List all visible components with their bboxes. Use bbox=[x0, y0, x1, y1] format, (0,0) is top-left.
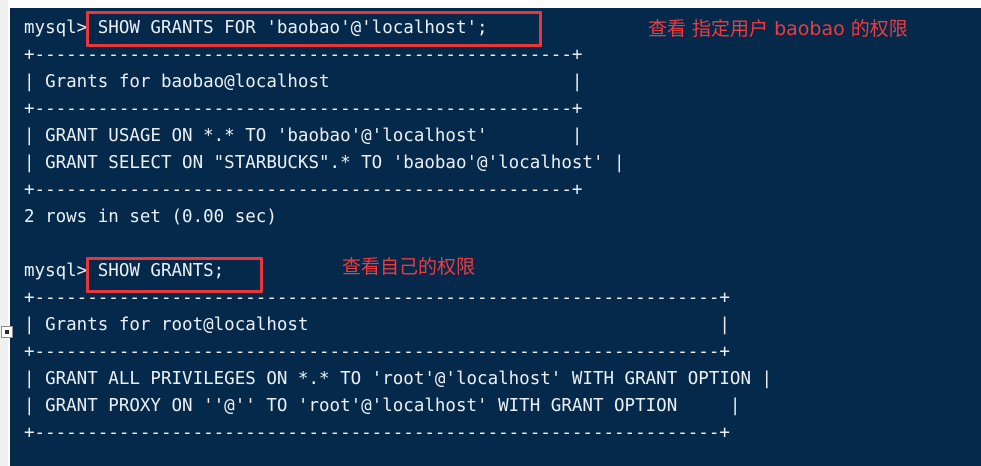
terminal-line: +---------------------------------------… bbox=[24, 180, 583, 200]
terminal-line: | Grants for root@localhost | bbox=[24, 315, 730, 335]
selection-handle[interactable] bbox=[1, 326, 13, 338]
terminal-line: | GRANT PROXY ON ''@'' TO 'root'@'localh… bbox=[24, 396, 741, 416]
terminal-line: | GRANT USAGE ON *.* TO 'baobao'@'localh… bbox=[24, 126, 583, 146]
terminal-line: +---------------------------------------… bbox=[24, 342, 730, 362]
highlight-box-second-command bbox=[86, 257, 263, 293]
terminal-line: +---------------------------------------… bbox=[24, 45, 583, 65]
terminal-line: +---------------------------------------… bbox=[24, 423, 730, 443]
annotation-own-privileges: 查看自己的权限 bbox=[342, 256, 476, 278]
terminal-line: | Grants for baobao@localhost | bbox=[24, 72, 583, 92]
annotation-specified-user-privileges: 查看 指定用户 baobao 的权限 bbox=[648, 18, 908, 40]
highlight-box-first-command bbox=[86, 11, 542, 47]
terminal-line: | GRANT SELECT ON "STARBUCKS".* TO 'baob… bbox=[24, 153, 625, 173]
terminal-line: mysql> SHOW GRANTS FOR 'baobao'@'localho… bbox=[24, 18, 488, 38]
terminal-line: | GRANT ALL PRIVILEGES ON *.* TO 'root'@… bbox=[24, 369, 773, 389]
terminal-line: 2 rows in set (0.00 sec) bbox=[24, 207, 277, 227]
terminal-line: +---------------------------------------… bbox=[24, 99, 583, 119]
terminal-line: +---------------------------------------… bbox=[24, 288, 730, 308]
terminal-line: mysql> SHOW GRANTS; bbox=[24, 261, 225, 281]
mysql-terminal-window[interactable]: mysql> SHOW GRANTS FOR 'baobao'@'localho… bbox=[10, 8, 981, 466]
